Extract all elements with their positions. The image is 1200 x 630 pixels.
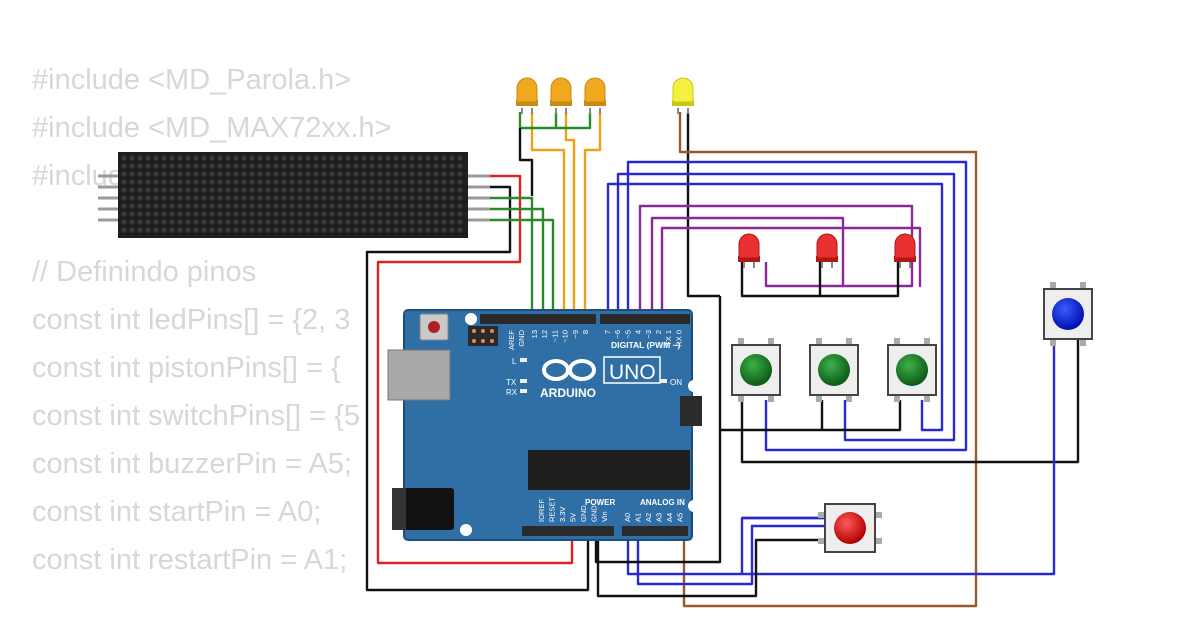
wire-matrix-clk: [490, 218, 555, 318]
pin-label: Vin: [600, 511, 609, 522]
code-line: const int pistonPins[] = {: [32, 352, 341, 384]
wire-orange-led-1: [530, 112, 566, 318]
matrix-right-pins: [468, 174, 490, 222]
wire-gnd-return: [594, 430, 722, 564]
wire-orange-led-2: [564, 112, 576, 318]
red-leds: [738, 233, 916, 268]
pin-label: A0: [623, 513, 632, 522]
digital-header-label: DIGITAL (PWM ~): [611, 340, 681, 350]
wire-red-btn-gnd: [596, 531, 826, 598]
orange-led: [516, 77, 538, 114]
wire-orange-led-gnd: [518, 128, 534, 196]
pin-label: RESET: [548, 497, 557, 522]
pin-label: 4: [634, 330, 643, 334]
code-line: const int buzzerPin = A5;: [32, 448, 352, 480]
on-led-label: ON: [670, 378, 682, 387]
wire-matrix-vcc: [376, 174, 574, 565]
pin-label: A5: [676, 513, 685, 522]
pin-label: GND: [517, 329, 526, 346]
red-pushbutton[interactable]: [818, 503, 882, 553]
pin-label: A1: [634, 513, 643, 522]
power-header-label: POWER: [585, 498, 615, 507]
pin-label: RX 0: [674, 330, 683, 347]
arduino-model: UNO: [609, 361, 656, 384]
code-line: const int startPin = A0;: [32, 496, 322, 528]
wire-matrix-cs: [490, 207, 545, 318]
pin-label: 3.3V: [558, 507, 567, 522]
wire-a1: [636, 524, 826, 586]
pin-label: AREF: [507, 330, 516, 350]
yellow-led: [672, 77, 694, 114]
wire-switch-3: [606, 182, 944, 432]
matrix-left-pins: [98, 174, 120, 222]
usb-port: [387, 349, 451, 401]
pin-label: 13: [530, 330, 539, 338]
pin-label: ~11: [550, 330, 559, 342]
wire-a0: [626, 531, 742, 576]
wire-red-led-2: [650, 216, 845, 318]
pin-label: 5V: [569, 513, 578, 522]
pin-label: 7: [603, 330, 612, 334]
arduino-logo: [542, 359, 596, 381]
pin-label: 12: [540, 330, 549, 338]
red-led: [738, 233, 760, 268]
green-pushbutton[interactable]: [731, 338, 781, 402]
wire-switch-1: [626, 160, 968, 452]
green-pushbutton[interactable]: [887, 338, 937, 402]
power-jack: [392, 488, 454, 530]
wire-red-led-3: [660, 226, 922, 318]
analog-header-label: ANALOG IN: [640, 498, 685, 507]
arduino-brand: ARDUINO: [540, 386, 596, 400]
pin-label: ~3: [644, 330, 653, 339]
wire-yellow-led-signal: [678, 112, 978, 608]
pin-label: ~6: [613, 330, 622, 339]
orange-leds: [516, 77, 606, 114]
code-line: const int switchPins[] = {5: [32, 400, 361, 432]
pin-label: ~10: [561, 330, 570, 343]
code-line: // Definindo pinos: [32, 256, 257, 288]
wires: [365, 112, 1080, 608]
pin-label: A4: [665, 513, 674, 522]
rx-led-label: RX: [506, 388, 518, 397]
led-matrix: [98, 152, 490, 238]
l-led-label: L: [512, 357, 517, 366]
pin-label: A3: [655, 513, 664, 522]
green-pushbutton[interactable]: [809, 338, 859, 402]
pin-label: ~5: [623, 330, 632, 339]
wire-matrix-din: [490, 196, 534, 318]
code-line: const int restartPin = A1;: [32, 544, 348, 576]
pin-label: 2: [654, 330, 663, 334]
blue-pushbutton[interactable]: [1043, 282, 1093, 346]
red-led: [816, 233, 838, 268]
wire-red-led-1: [638, 204, 914, 318]
wire-yellow-led-gnd: [686, 112, 720, 298]
code-line: const int ledPins[] = {2, 3: [32, 304, 351, 336]
code-line: #include <MD_MAX72xx.h>: [32, 112, 392, 144]
green-buttons: [731, 338, 937, 402]
wire-matrix-gnd: [365, 185, 590, 592]
microcontroller-chip: [528, 450, 690, 490]
pin-label: TX 1: [664, 330, 673, 346]
pin-label: 8: [581, 330, 590, 334]
pin-label: ~9: [571, 330, 580, 339]
red-led: [894, 233, 916, 268]
pin-label: IOREF: [537, 499, 546, 522]
pin-label: A2: [644, 513, 653, 522]
orange-led: [550, 77, 572, 114]
wire-blue-btn-gnd: [740, 340, 1080, 464]
orange-led: [584, 77, 606, 114]
wire-switch-2: [616, 172, 956, 442]
arduino-board: UNO ARDUINO DIGITAL (PWM ~) POWER ANALOG…: [387, 309, 702, 541]
code-line: #include <MD_Parola.h>: [32, 64, 352, 96]
tx-led-label: TX: [506, 378, 517, 387]
pin-label: GND: [579, 505, 588, 522]
pin-label: GND: [590, 505, 599, 522]
wire-orange-led-3: [583, 112, 602, 318]
